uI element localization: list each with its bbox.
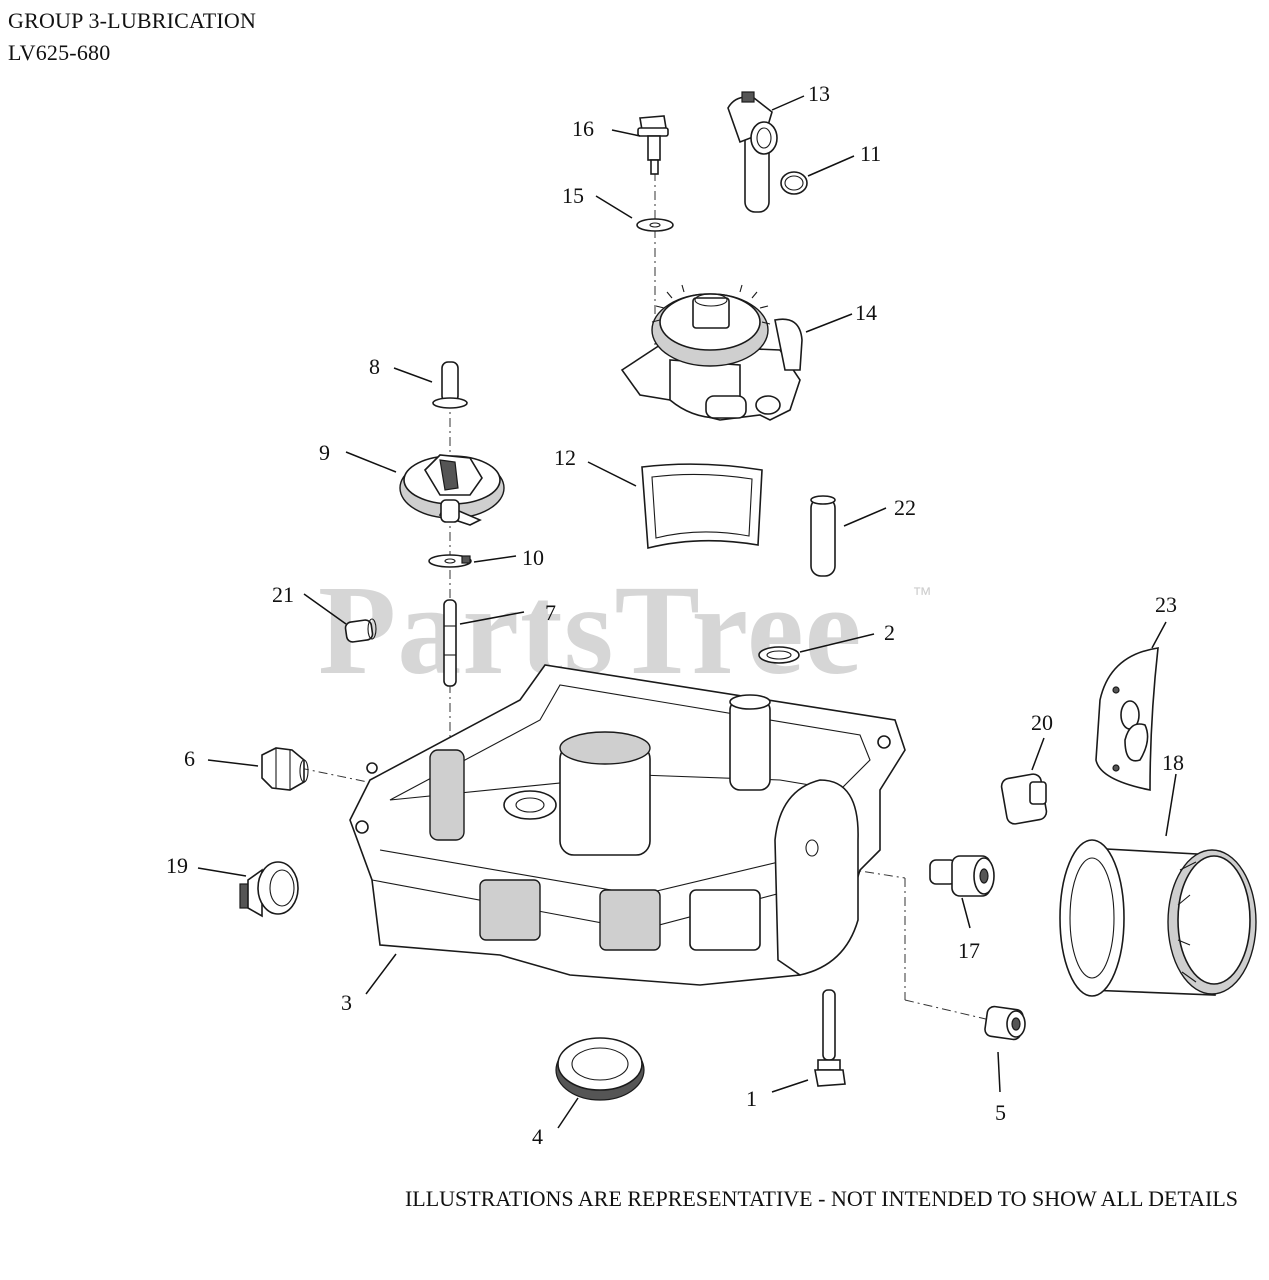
- callout-15: 15: [562, 183, 584, 208]
- part-16-bolt[interactable]: [637, 115, 669, 175]
- part-11-o-ring[interactable]: [780, 171, 808, 195]
- callout-10: 10: [522, 545, 544, 570]
- callout-7: 7: [545, 600, 556, 625]
- callout-19: 19: [166, 853, 188, 878]
- callout-6: 6: [184, 746, 195, 771]
- callout-2: 2: [884, 620, 895, 645]
- part-10-washer[interactable]: [428, 554, 472, 568]
- part-5-plug[interactable]: [984, 1005, 1026, 1041]
- part-1-bolt[interactable]: [814, 989, 846, 1087]
- part-15-washer[interactable]: [636, 218, 674, 232]
- part-8-pin[interactable]: [432, 361, 468, 409]
- callout-18: 18: [1162, 750, 1184, 775]
- part-7-shaft[interactable]: [443, 599, 457, 687]
- callout-leader-lines: [197, 95, 1177, 1129]
- part-6-plug[interactable]: [261, 747, 309, 791]
- callout-21: 21: [272, 582, 294, 607]
- callout-11: 11: [860, 141, 881, 166]
- callout-22: 22: [894, 495, 916, 520]
- part-23-adapter-plate[interactable]: [1095, 647, 1159, 791]
- part-2-o-ring[interactable]: [758, 646, 800, 664]
- part-18-oil-filter[interactable]: [1059, 839, 1257, 997]
- callout-13: 13: [808, 81, 830, 106]
- part-13-pickup-tube[interactable]: [727, 91, 778, 213]
- model-number: LV625-680: [8, 40, 111, 65]
- part-9-governor-gear[interactable]: [399, 454, 505, 526]
- callout-labels: 1 2 3 4 5 6 7 8 9 10 11 12 13 14 15 16 1…: [166, 81, 1184, 1149]
- part-17-fitting[interactable]: [929, 855, 995, 897]
- part-22-dowel[interactable]: [810, 495, 836, 577]
- diagram-title: GROUP 3-LUBRICATION: [8, 8, 257, 33]
- callout-9: 9: [319, 440, 330, 465]
- callout-20: 20: [1031, 710, 1053, 735]
- callout-23: 23: [1155, 592, 1177, 617]
- callout-16: 16: [572, 116, 594, 141]
- disclaimer-footer: ILLUSTRATIONS ARE REPRESENTATIVE - NOT I…: [404, 1186, 1238, 1211]
- callout-1: 1: [746, 1086, 757, 1111]
- callout-12: 12: [554, 445, 576, 470]
- trademark-symbol: ™: [912, 584, 932, 606]
- callout-4: 4: [532, 1124, 543, 1149]
- callout-5: 5: [995, 1100, 1006, 1125]
- part-4-oil-seal[interactable]: [555, 1037, 645, 1101]
- callout-3: 3: [341, 990, 352, 1015]
- part-21-plug[interactable]: [344, 618, 377, 643]
- part-3-oil-pan[interactable]: [349, 664, 906, 986]
- part-14-oil-pump[interactable]: [620, 284, 803, 421]
- part-19-pressure-switch[interactable]: [239, 861, 299, 918]
- callout-17: 17: [958, 938, 980, 963]
- part-12-screen[interactable]: [641, 463, 763, 550]
- callout-8: 8: [369, 354, 380, 379]
- part-20-plug[interactable]: [1000, 773, 1048, 825]
- callout-14: 14: [855, 300, 877, 325]
